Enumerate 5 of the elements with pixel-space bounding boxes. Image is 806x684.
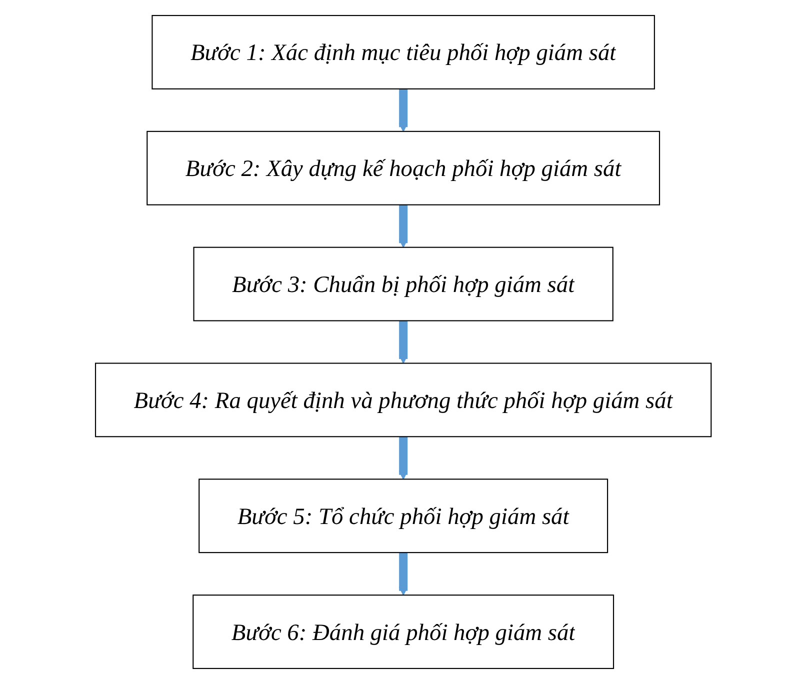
arrow	[398, 436, 408, 480]
arrow	[398, 88, 408, 132]
arrow	[398, 320, 408, 364]
arrow	[398, 204, 408, 248]
arrow	[398, 552, 408, 596]
